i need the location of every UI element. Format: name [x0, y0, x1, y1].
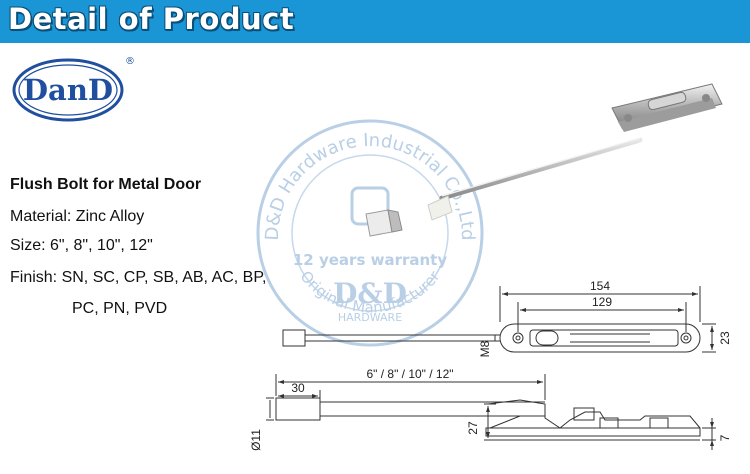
dim-tip-length: 30: [291, 381, 305, 395]
dim-diameter: Ø11: [249, 429, 263, 451]
logo-emblem: DanD ®: [12, 56, 135, 122]
dim-rod-length: 6" / 8" / 10" / 12": [366, 367, 453, 381]
header-banner: Detail of Product: [0, 0, 750, 43]
dim-height: 23: [718, 331, 732, 345]
strike-plate-photo: [365, 209, 403, 237]
size-spec: Size: 6", 8", 10", 12": [10, 237, 153, 254]
product-title: Flush Bolt for Metal Door: [10, 176, 202, 193]
watermark-years: 12 years warranty: [293, 251, 447, 269]
page-title: Detail of Product: [8, 2, 295, 36]
finish-spec: Finish: SN, SC, CP, SB, AB, AC, BP,: [10, 269, 267, 286]
material-spec: Material: Zinc Alloy: [10, 208, 145, 225]
dim-thread: M8: [478, 340, 492, 357]
brand-logo: DanD ®: [10, 52, 140, 128]
side-view-drawing: [266, 374, 716, 450]
product-photo: [427, 83, 723, 221]
dim-depth: 27: [466, 421, 480, 435]
dim-plate: 7: [718, 434, 732, 441]
watermark-sub: HARDWARE: [338, 311, 402, 324]
registered-mark: ®: [125, 56, 135, 67]
dim-hole-spacing: 129: [592, 295, 612, 309]
logo-text: DanD: [23, 73, 113, 107]
finish-spec-continued: PC, PN, PVD: [72, 300, 168, 317]
watermark-brand: D&D: [333, 277, 407, 310]
dim-overall-width: 154: [590, 279, 610, 293]
top-view-drawing: [282, 286, 716, 353]
